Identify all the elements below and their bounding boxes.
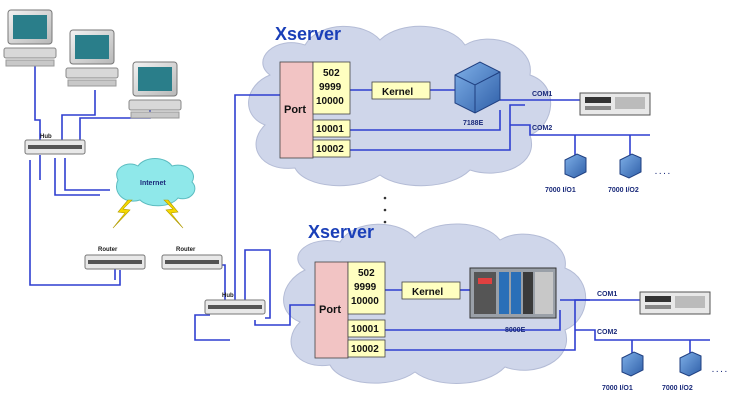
- router-1-label: Router: [98, 247, 118, 253]
- bottom-kernel-label: Kernel: [412, 287, 443, 298]
- top-com2-label: COM2: [532, 125, 552, 132]
- router-icon: Router: [161, 247, 223, 270]
- top-port-box: Port: [279, 61, 314, 159]
- io-module-icon: [679, 351, 702, 377]
- top-com1-label: COM1: [532, 91, 552, 98]
- top-device-label: 7188E: [463, 120, 484, 127]
- top-module-a-label: 7000 I/O1: [545, 187, 576, 194]
- top-port-10002-box: 10002: [312, 139, 351, 158]
- hub-icon: Hub: [24, 134, 86, 155]
- controller-icon: [469, 267, 557, 319]
- meter-icon: [639, 291, 711, 315]
- network-cables: [29, 65, 710, 355]
- router-2-label: Router: [176, 247, 196, 253]
- bottom-ellipsis: · · · ·: [712, 369, 727, 376]
- bottom-server-title: Xserver: [308, 222, 374, 242]
- lightning-icon: [112, 199, 133, 229]
- bottom-module-b-label: 7000 I/O2: [662, 385, 693, 392]
- bottom-port-502: 502: [358, 268, 375, 279]
- top-kernel-box: Kernel: [371, 81, 431, 100]
- router-icon: Router: [84, 247, 146, 270]
- bottom-port-numbers-upper: 502 9999 10000: [347, 261, 386, 315]
- bottom-port-10001: 10001: [351, 324, 379, 335]
- top-port-numbers-upper: 502 9999 10000: [312, 61, 351, 115]
- bottom-port-10002-box: 10002: [347, 339, 386, 358]
- computer-icon: [65, 29, 119, 87]
- bottom-device-label: 8000E: [505, 327, 526, 334]
- computer-icon: [3, 9, 57, 67]
- top-port-502: 502: [323, 68, 340, 79]
- io-module-icon: [619, 153, 642, 179]
- bottom-port-9999: 9999: [354, 282, 377, 293]
- top-port-label: Port: [284, 104, 306, 116]
- bottom-port-10001-box: 10001: [347, 319, 386, 338]
- internet-cloud: [116, 158, 196, 207]
- top-port-10000: 10000: [316, 96, 344, 107]
- hub-2-label: Hub: [222, 293, 234, 299]
- bottom-port-10002: 10002: [351, 344, 379, 355]
- top-port-9999: 9999: [319, 82, 342, 93]
- bottom-port-label: Port: [319, 304, 341, 316]
- computer-icon: [128, 61, 182, 119]
- bottom-com1-label: COM1: [597, 291, 617, 298]
- bottom-port-box: Port: [314, 261, 349, 359]
- top-server-title: Xserver: [275, 24, 341, 44]
- top-port-10002: 10002: [316, 144, 344, 155]
- bottom-module-a-label: 7000 I/O1: [602, 385, 633, 392]
- bottom-com2-label: COM2: [597, 329, 617, 336]
- hub-icon: Hub: [204, 293, 266, 315]
- internet-label: Internet: [140, 180, 166, 187]
- top-ellipsis: · · · ·: [655, 171, 670, 178]
- bottom-kernel-box: Kernel: [401, 281, 461, 300]
- lightning-icon: [163, 199, 184, 229]
- controller-icon: [454, 61, 501, 114]
- top-kernel-label: Kernel: [382, 87, 413, 98]
- io-module-icon: [564, 153, 587, 179]
- top-module-b-label: 7000 I/O2: [608, 187, 639, 194]
- bottom-port-10000: 10000: [351, 296, 379, 307]
- meter-icon: [579, 92, 651, 116]
- top-port-10001-box: 10001: [312, 119, 351, 138]
- top-port-10001: 10001: [316, 124, 344, 135]
- hub-label: Hub: [40, 134, 52, 140]
- io-module-icon: [621, 351, 644, 377]
